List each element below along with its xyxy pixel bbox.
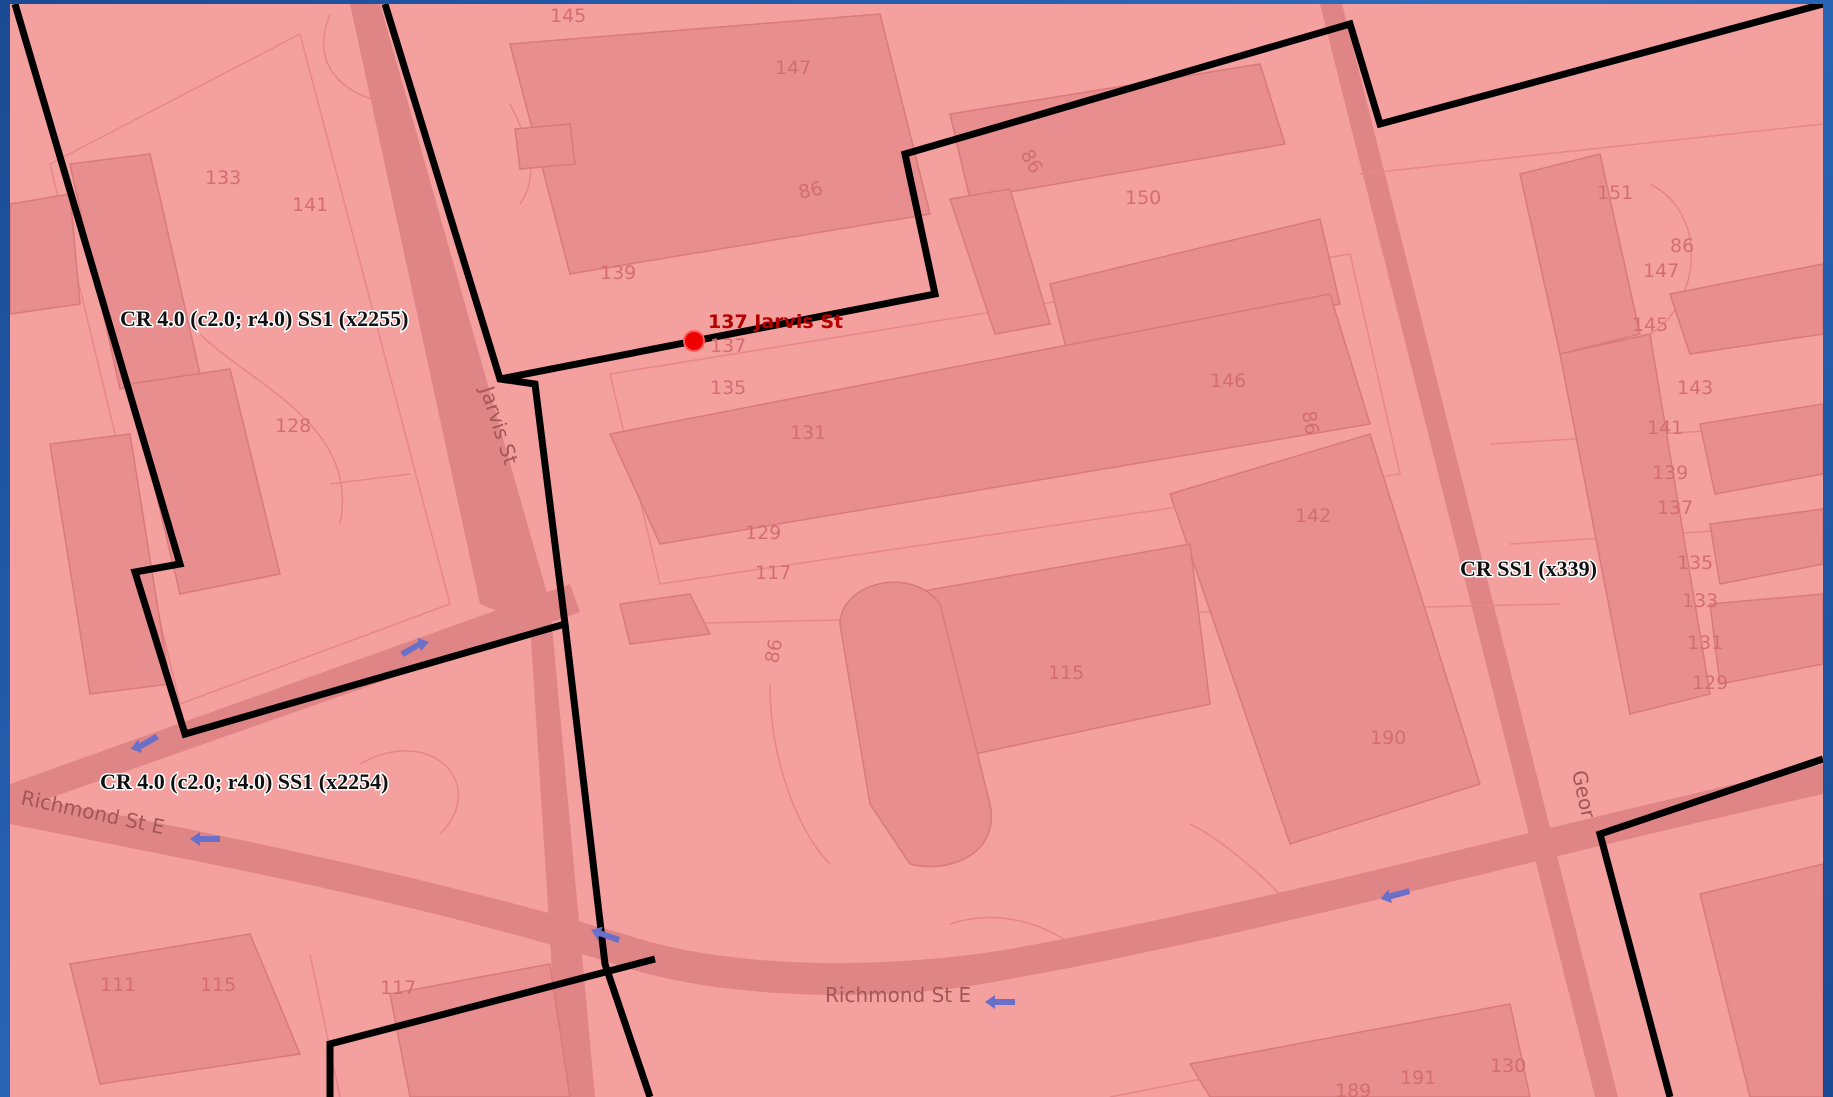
property-marker-label: 137 Jarvis St	[708, 311, 843, 333]
road-layer	[10, 4, 1823, 1097]
address-label: 130	[1490, 1055, 1526, 1077]
street-label-richmond-center: Richmond St E	[825, 983, 971, 1007]
address-label: 150	[1125, 187, 1161, 209]
address-label: 135	[710, 377, 746, 399]
address-label: 115	[1048, 662, 1084, 684]
location-pin-icon[interactable]	[683, 330, 705, 352]
one-way-arrows	[130, 637, 1411, 1009]
address-label: 128	[275, 415, 311, 437]
address-label: 115	[200, 974, 236, 996]
address-label: 86	[796, 177, 824, 204]
address-label: 133	[1682, 590, 1718, 612]
address-label: 131	[1687, 632, 1723, 654]
address-label: 141	[292, 194, 328, 216]
address-label: 147	[1643, 260, 1679, 282]
address-label: 133	[205, 167, 241, 189]
zoning-map[interactable]: 145 147 86 139 137 135 131 129 117 115 1…	[10, 4, 1823, 1097]
address-label: 146	[1210, 370, 1246, 392]
one-way-arrow-icon	[1380, 888, 1411, 904]
address-label: 137	[710, 335, 746, 357]
building-layer	[10, 13, 1823, 1097]
address-label: 147	[775, 57, 811, 79]
one-way-arrow-icon	[590, 926, 621, 943]
address-label: 131	[790, 422, 826, 444]
one-way-arrow-icon	[985, 995, 1015, 1009]
address-label: 191	[1400, 1067, 1436, 1089]
address-label: 129	[745, 522, 781, 544]
one-way-arrow-icon	[130, 733, 159, 754]
one-way-arrow-icon	[190, 832, 220, 846]
address-label: 86	[761, 637, 787, 665]
address-label: 111	[100, 974, 136, 996]
address-label: 143	[1677, 377, 1713, 399]
zone-labels: CR 4.0 (c2.0; r4.0) SS1 (x2255) CR 4.0 (…	[99, 305, 1599, 796]
address-label: 142	[1295, 505, 1331, 527]
address-label: 86	[1670, 235, 1694, 257]
address-label: 137	[1657, 497, 1693, 519]
street-label-george: Geor	[1567, 768, 1601, 821]
address-label: 141	[1647, 417, 1683, 439]
zone-label-x339[interactable]: CR SS1 (x339)	[1459, 555, 1599, 583]
address-label: 117	[755, 562, 791, 584]
address-label: 135	[1677, 552, 1713, 574]
address-label: 190	[1370, 727, 1406, 749]
zone-boundaries	[11, 4, 1823, 1097]
address-label: 189	[1335, 1080, 1371, 1097]
one-way-arrow-icon	[400, 637, 429, 657]
map-canvas[interactable]: 145 147 86 139 137 135 131 129 117 115 1…	[10, 4, 1823, 1097]
address-label: 151	[1597, 182, 1633, 204]
address-label: 86	[1297, 409, 1323, 437]
address-label: 129	[1692, 672, 1728, 694]
zone-label-x2254[interactable]: CR 4.0 (c2.0; r4.0) SS1 (x2254)	[99, 768, 390, 796]
address-label: 139	[600, 262, 636, 284]
address-label: 117	[380, 977, 416, 999]
property-marker[interactable]: 137 Jarvis St	[683, 311, 843, 352]
address-label: 145	[550, 5, 586, 27]
zone-label-x2255[interactable]: CR 4.0 (c2.0; r4.0) SS1 (x2255)	[119, 305, 410, 333]
address-label: 145	[1632, 314, 1668, 336]
address-label: 139	[1652, 462, 1688, 484]
